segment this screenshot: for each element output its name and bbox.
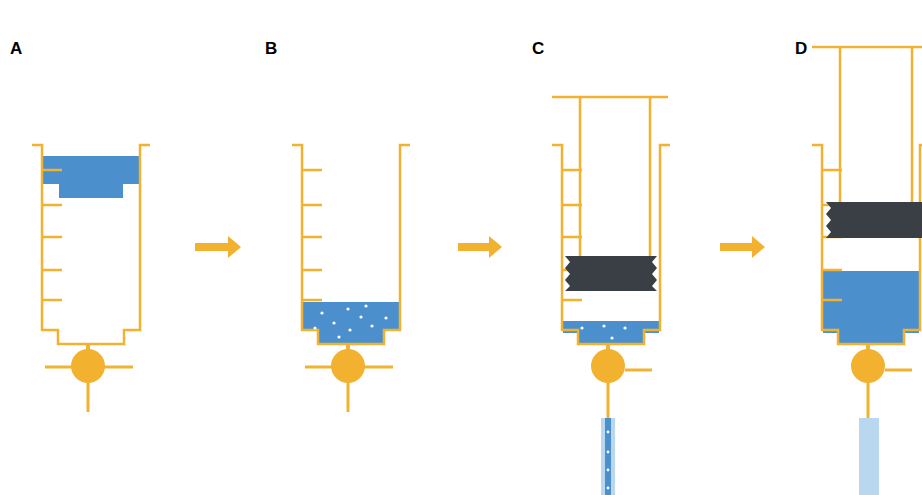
panel-letter: B [265,40,277,57]
panel-b [292,145,410,412]
process-arrows [195,236,765,258]
panel-d [812,47,922,495]
panel-c [552,97,670,495]
panel-letter: C [532,40,544,57]
panel-letter: A [10,40,22,57]
panel-a [32,145,150,412]
panel-letter: D [795,40,807,57]
